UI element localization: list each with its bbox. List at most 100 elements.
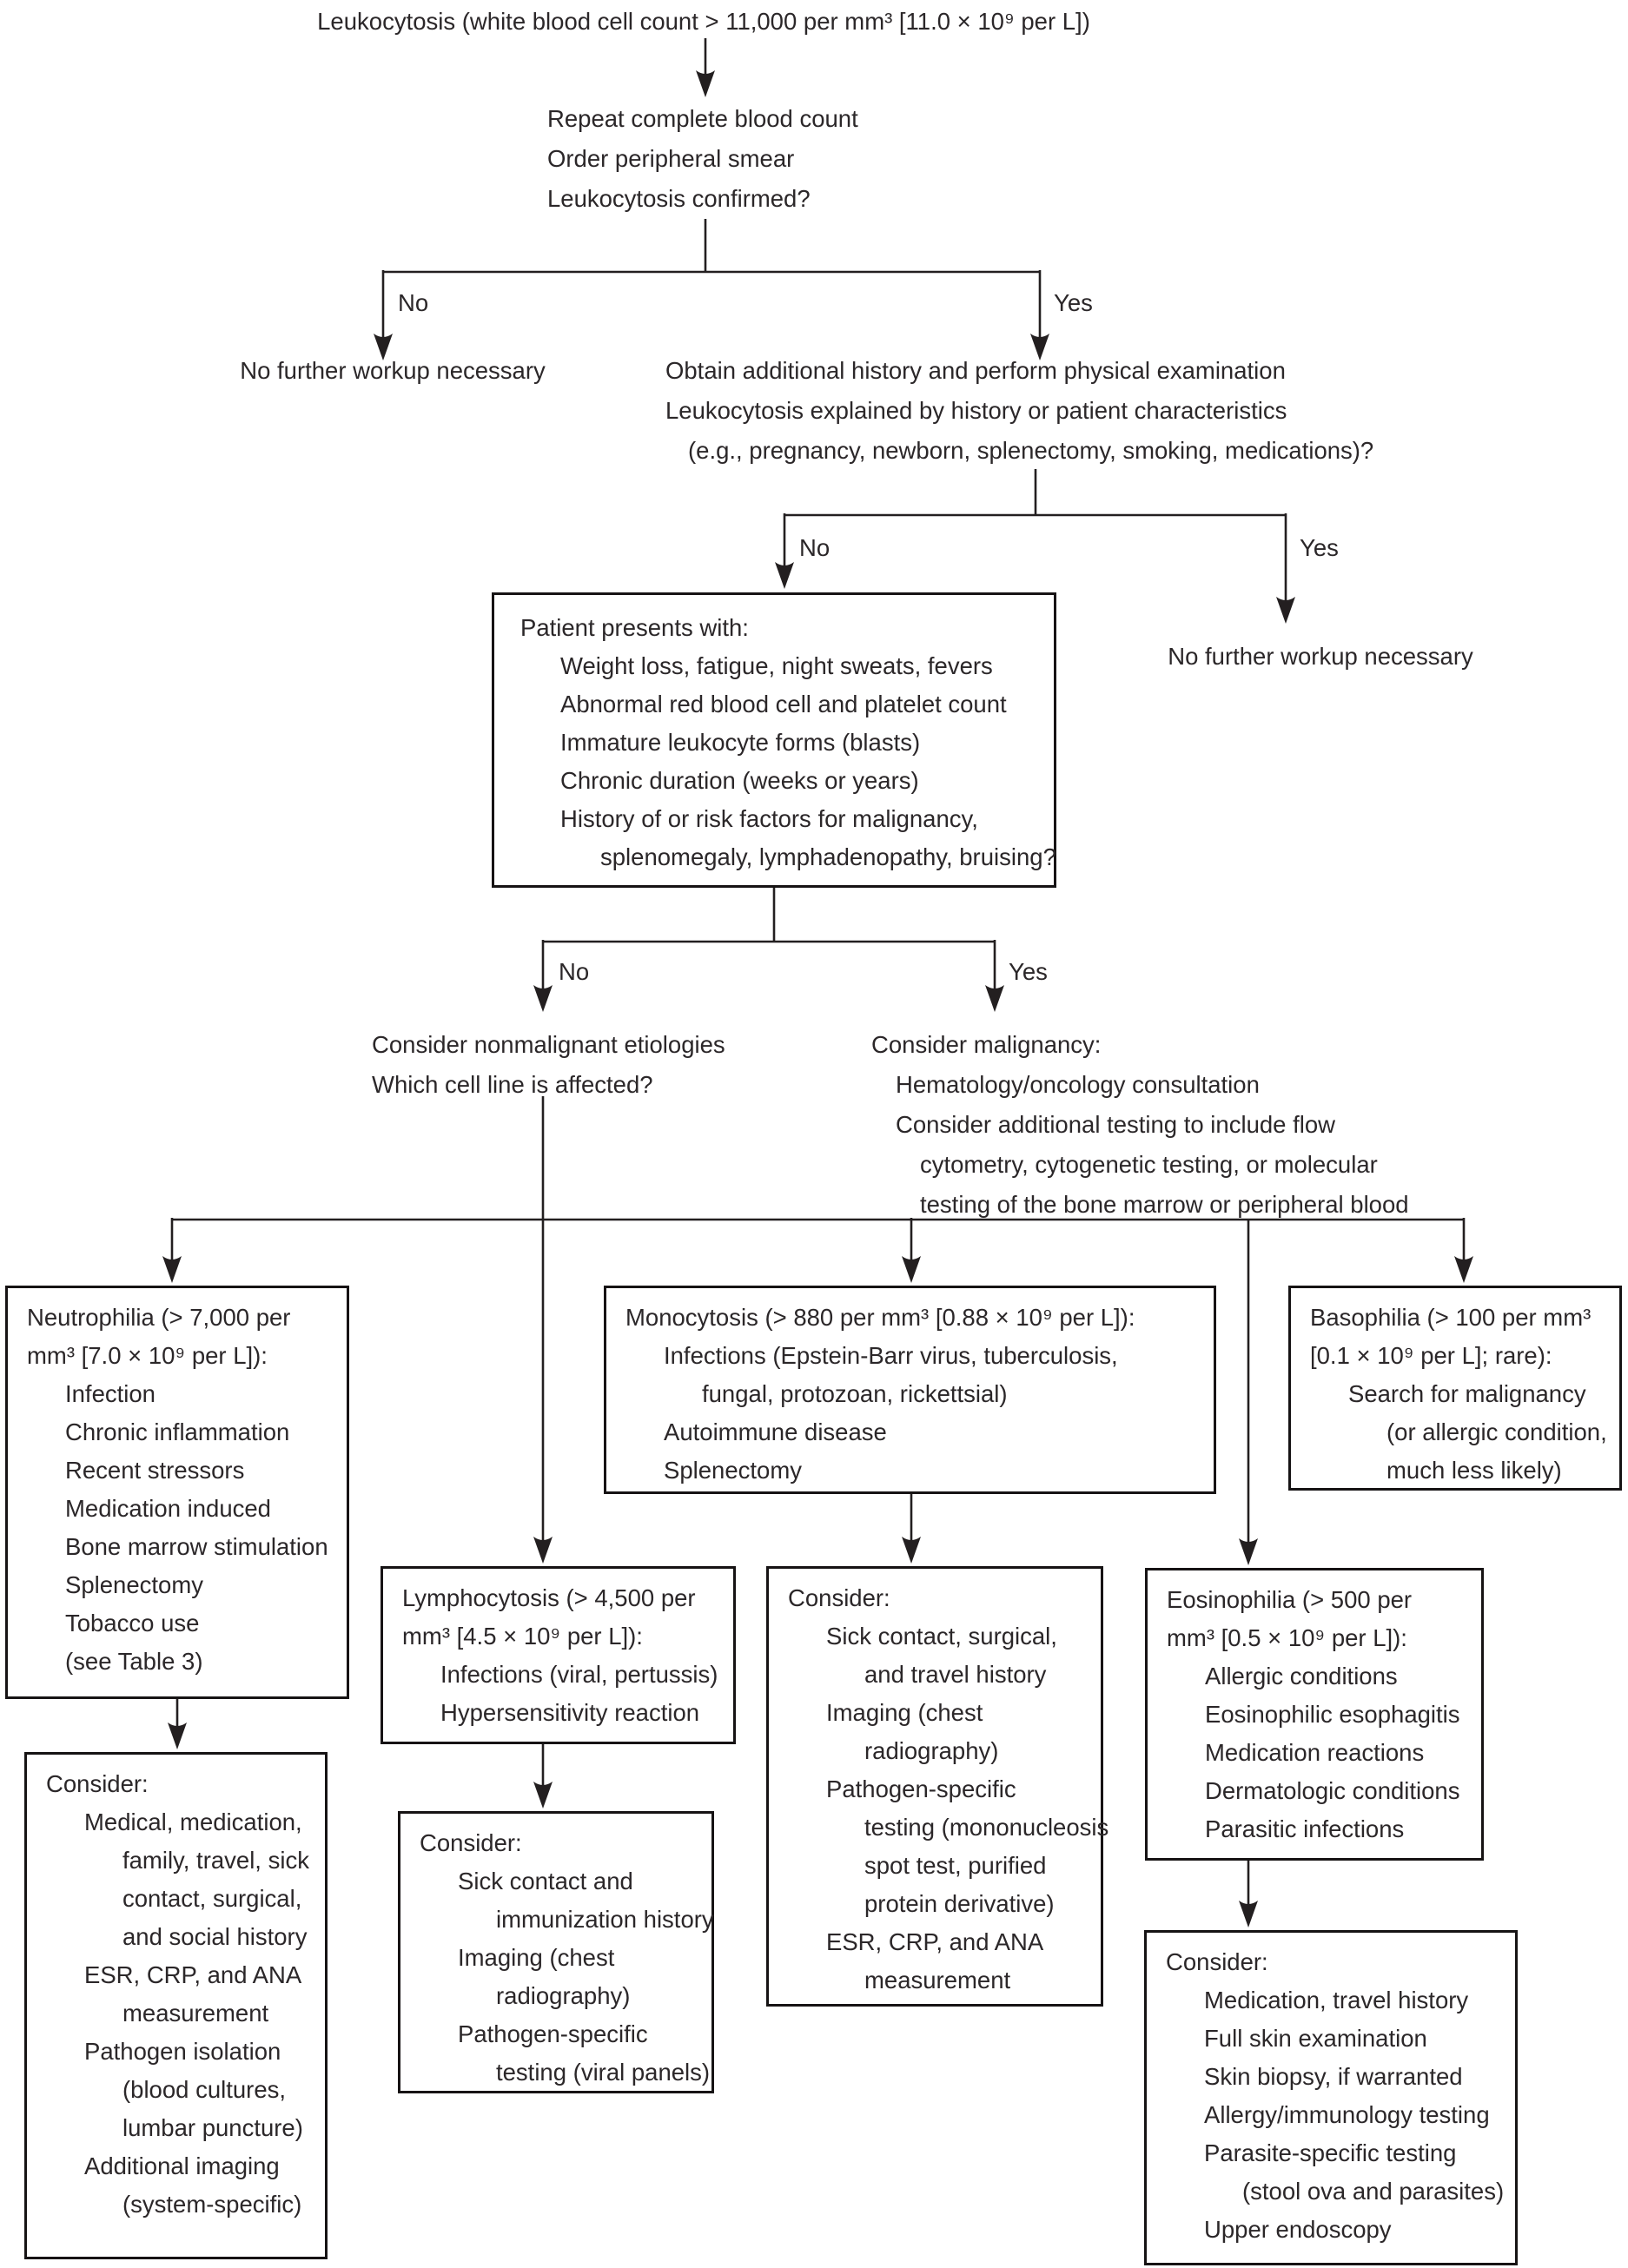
history-line: Leukocytosis explained by history or pat… xyxy=(665,397,1287,424)
consider-line: Pathogen-specific xyxy=(826,1775,1016,1802)
consider-line: Medication, travel history xyxy=(1204,1987,1469,2013)
consider-line: Sick contact, surgical, xyxy=(826,1623,1057,1650)
lymphocytosis-box: Lymphocytosis (> 4,500 per mm³ [4.5 × 10… xyxy=(381,1566,736,1744)
lymphocytosis-consider-box: Consider: Sick contact and immunization … xyxy=(398,1811,714,2093)
branch1-no-label: No xyxy=(398,289,429,316)
monocytosis-consider-box: Consider: Sick contact, surgical, and tr… xyxy=(766,1566,1109,2007)
consider-line: (stool ova and parasites) xyxy=(1242,2178,1505,2205)
basophilia-line: much less likely) xyxy=(1386,1457,1562,1484)
patient-line: History of or risk factors for malignanc… xyxy=(560,805,978,832)
malignancy-line: testing of the bone marrow or peripheral… xyxy=(920,1191,1409,1218)
monocytosis-line: Infections (Epstein-Barr virus, tubercul… xyxy=(664,1342,1118,1369)
lymphocytosis-line: mm³ [4.5 × 10⁹ per L]): xyxy=(402,1623,643,1650)
consider-line: ESR, CRP, and ANA xyxy=(84,1961,302,1988)
branch3-no-label: No xyxy=(559,958,590,985)
basophilia-line: [0.1 × 10⁹ per L]; rare): xyxy=(1310,1342,1552,1369)
malignancy-node: Consider malignancy: Hematology/oncology… xyxy=(871,1025,1409,1225)
consider-line: family, travel, sick xyxy=(122,1847,309,1874)
consider-line: measurement xyxy=(864,1967,1011,1994)
consider-line: radiography) xyxy=(864,1737,999,1764)
patient-line: Chronic duration (weeks or years) xyxy=(560,767,919,794)
start-node: Leukocytosis (white blood cell count > 1… xyxy=(252,2,1155,42)
neutrophilia-consider-box: Consider: Medical, medication, family, t… xyxy=(24,1752,328,2259)
consider-line: immunization history xyxy=(496,1906,714,1933)
neutrophilia-line: Medication induced xyxy=(65,1495,271,1522)
consider-line: Pathogen-specific xyxy=(458,2020,648,2047)
consider-line: measurement xyxy=(122,2000,269,2027)
consider-line: Imaging (chest xyxy=(826,1699,983,1726)
malignancy-line: Consider malignancy: xyxy=(871,1031,1102,1058)
consider-line: (system-specific) xyxy=(122,2191,302,2218)
basophilia-line: (or allergic condition, xyxy=(1386,1418,1607,1445)
consider-line: Consider: xyxy=(420,1829,522,1856)
consider-line: contact, surgical, xyxy=(122,1885,302,1912)
consider-line: Pathogen isolation xyxy=(84,2038,281,2065)
basophilia-box: Basophilia (> 100 per mm³ [0.1 × 10⁹ per… xyxy=(1288,1286,1622,1491)
patient-line: Abnormal red blood cell and platelet cou… xyxy=(560,691,1007,717)
consider-line: Sick contact and xyxy=(458,1868,633,1894)
monocytosis-line: Splenectomy xyxy=(664,1457,802,1484)
consider-line: lumbar puncture) xyxy=(122,2114,303,2141)
consider-line: and social history xyxy=(122,1923,308,1950)
consider-line: ESR, CRP, and ANA xyxy=(826,1928,1044,1955)
branch2-no-label: No xyxy=(799,534,831,561)
no-workup-node-left: No further workup necessary xyxy=(240,357,546,384)
consider-line: Medical, medication, xyxy=(84,1808,302,1835)
neutrophilia-box: Neutrophilia (> 7,000 per mm³ [7.0 × 10⁹… xyxy=(5,1286,349,1699)
branch3-yes-label: Yes xyxy=(1009,958,1048,985)
monocytosis-line: fungal, protozoan, rickettsial) xyxy=(702,1380,1008,1407)
monocytosis-line: Monocytosis (> 880 per mm³ [0.88 × 10⁹ p… xyxy=(625,1304,1135,1331)
history-node: Obtain additional history and perform ph… xyxy=(665,351,1373,471)
neutrophilia-line: Splenectomy xyxy=(65,1571,203,1598)
neutrophilia-line: Tobacco use xyxy=(65,1610,200,1637)
branch2-yes-label: Yes xyxy=(1300,534,1339,561)
consider-line: Consider: xyxy=(46,1770,149,1797)
malignancy-line: cytometry, cytogenetic testing, or molec… xyxy=(920,1151,1378,1178)
lymphocytosis-line: Infections (viral, pertussis) xyxy=(440,1661,718,1688)
basophilia-line: Search for malignancy xyxy=(1348,1380,1586,1407)
neutrophilia-line: Bone marrow stimulation xyxy=(65,1533,328,1560)
malignancy-line: Hematology/oncology consultation xyxy=(896,1071,1260,1098)
neutrophilia-line: Recent stressors xyxy=(65,1457,245,1484)
lymphocytosis-line: Hypersensitivity reaction xyxy=(440,1699,700,1726)
basophilia-line: Basophilia (> 100 per mm³ xyxy=(1310,1304,1592,1331)
malignancy-line: Consider additional testing to include f… xyxy=(896,1111,1335,1138)
consider-line: and travel history xyxy=(864,1661,1047,1688)
patient-line: Weight loss, fatigue, night sweats, feve… xyxy=(560,652,993,679)
confirm-node: Repeat complete blood count Order periph… xyxy=(547,99,858,219)
consider-line: Imaging (chest xyxy=(458,1944,615,1971)
arrow-down-icons xyxy=(162,70,1473,1927)
consider-line: testing (mononucleosis xyxy=(864,1814,1109,1841)
eosinophilia-line: Eosinophilia (> 500 per xyxy=(1167,1586,1413,1613)
nonmalignant-line: Consider nonmalignant etiologies xyxy=(372,1031,725,1058)
eosinophilia-line: Parasitic infections xyxy=(1205,1815,1405,1842)
monocytosis-line: Autoimmune disease xyxy=(664,1418,887,1445)
confirm-line: Leukocytosis confirmed? xyxy=(547,185,811,212)
monocytosis-box: Monocytosis (> 880 per mm³ [0.88 × 10⁹ p… xyxy=(604,1286,1216,1494)
consider-line: Parasite-specific testing xyxy=(1204,2139,1457,2166)
eosinophilia-line: Allergic conditions xyxy=(1205,1663,1398,1689)
consider-line: Upper endoscopy xyxy=(1204,2216,1392,2243)
consider-line: Allergy/immunology testing xyxy=(1204,2101,1490,2128)
nonmalignant-node: Consider nonmalignant etiologies Which c… xyxy=(372,1025,725,1105)
consider-line: Consider: xyxy=(788,1584,890,1611)
connector-segments xyxy=(170,38,1466,1910)
consider-line: testing (viral panels) xyxy=(496,2059,711,2086)
eosinophilia-box: Eosinophilia (> 500 per mm³ [0.5 × 10⁹ p… xyxy=(1145,1568,1484,1861)
eosinophilia-consider-box: Consider: Medication, travel history Ful… xyxy=(1144,1930,1518,2265)
patient-presents-box: Patient presents with: Weight loss, fati… xyxy=(492,592,1056,888)
nonmalignant-line: Which cell line is affected? xyxy=(372,1071,653,1098)
history-line: (e.g., pregnancy, newborn, splenectomy, … xyxy=(688,437,1374,464)
consider-line: protein derivative) xyxy=(864,1890,1055,1917)
patient-line: Immature leukocyte forms (blasts) xyxy=(560,729,921,756)
consider-line: radiography) xyxy=(496,1982,631,2009)
no-workup-node-right: No further workup necessary xyxy=(1168,643,1473,670)
consider-line: Additional imaging xyxy=(84,2152,280,2179)
history-line: Obtain additional history and perform ph… xyxy=(665,357,1286,384)
branch1-yes-label: Yes xyxy=(1054,289,1093,316)
neutrophilia-line: Chronic inflammation xyxy=(65,1418,290,1445)
neutrophilia-line: (see Table 3) xyxy=(65,1648,203,1675)
neutrophilia-line: mm³ [7.0 × 10⁹ per L]): xyxy=(27,1342,268,1369)
